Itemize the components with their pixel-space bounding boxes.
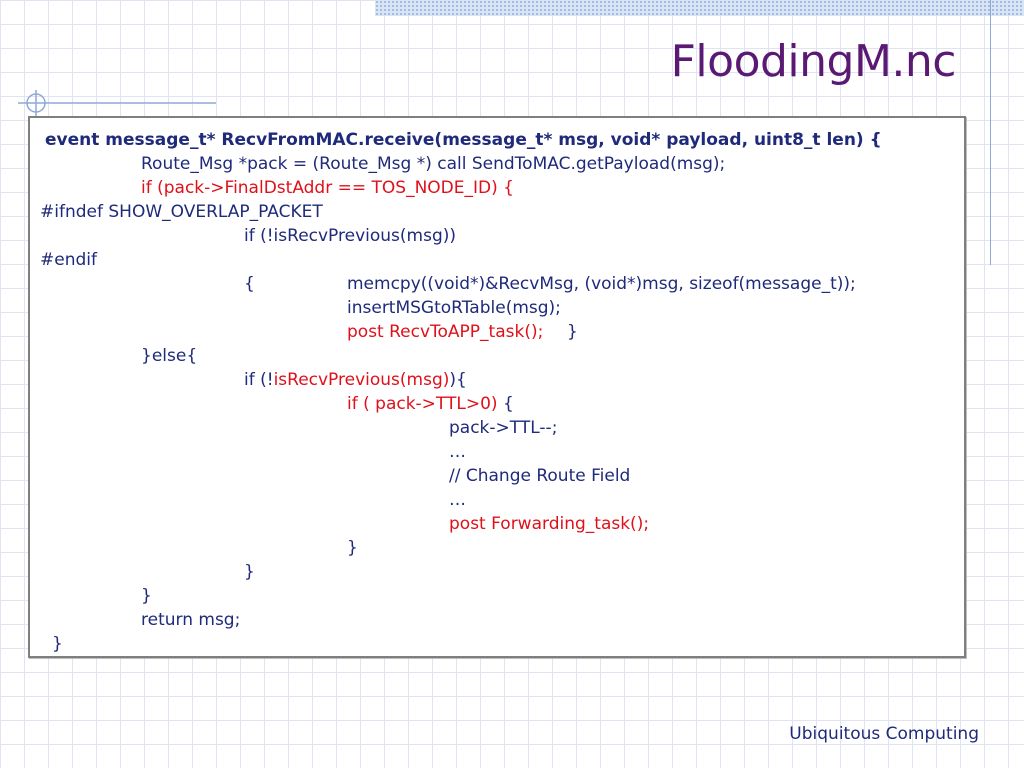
code-line-ellipsis-2: …	[449, 490, 466, 510]
code-line-comment: // Change Route Field	[449, 466, 631, 486]
code-token-if: if (!	[244, 370, 274, 390]
code-line-event-signature: event message_t* RecvFromMAC.receive(mes…	[45, 130, 882, 150]
code-line-close-brace-5: }	[52, 634, 63, 654]
code-line-post-forwarding: post Forwarding_task();	[449, 514, 650, 534]
code-line-if-ttl: if ( pack->TTL>0) {	[347, 392, 514, 416]
code-line-endif: #endif	[40, 250, 97, 270]
code-line-return: return msg;	[141, 610, 241, 630]
code-line-memcpy: memcpy((void*)&RecvMsg, (void*)msg, size…	[347, 274, 856, 294]
code-token-if-ttl: if ( pack->TTL>0)	[347, 394, 498, 414]
code-line-if-not-recv-previous: if (!isRecvPrevious(msg))	[244, 226, 457, 246]
slide-title: FloodingM.nc	[670, 36, 957, 87]
slide-footer: Ubiquitous Computing	[789, 724, 979, 744]
code-line-if-not-recv-previous-2: if (!isRecvPrevious(msg)){	[244, 368, 467, 392]
code-line-open-brace: {	[244, 274, 255, 294]
code-line-ellipsis-1: …	[449, 442, 466, 462]
code-line-close-brace-2: }	[347, 538, 358, 558]
top-decorative-band	[375, 0, 1024, 16]
code-token-is-recv-previous: isRecvPrevious(msg)	[273, 370, 450, 390]
code-line-ifndef: #ifndef SHOW_OVERLAP_PACKET	[40, 202, 323, 222]
code-line-if-final-dst: if (pack->FinalDstAddr == TOS_NODE_ID) {	[141, 178, 514, 198]
code-token-brace: ){	[449, 370, 467, 390]
code-line-insert-msg: insertMSGtoRTable(msg);	[347, 298, 561, 318]
code-line-else: }else{	[141, 346, 198, 366]
code-line-post-recv-to-app: post RecvToAPP_task();	[347, 322, 544, 342]
code-line-close-brace-3: }	[244, 562, 255, 582]
code-block: event message_t* RecvFromMAC.receive(mes…	[28, 116, 966, 658]
code-line-close-brace-1: }	[567, 322, 578, 342]
crosshair-decoration	[18, 90, 216, 120]
code-line-ttl-decrement: pack->TTL--;	[449, 418, 558, 438]
code-line-close-brace-4: }	[141, 586, 152, 606]
right-decorative-line	[990, 0, 991, 265]
code-token-brace-2: {	[497, 394, 514, 414]
code-line-get-payload: Route_Msg *pack = (Route_Msg *) call Sen…	[141, 154, 726, 174]
